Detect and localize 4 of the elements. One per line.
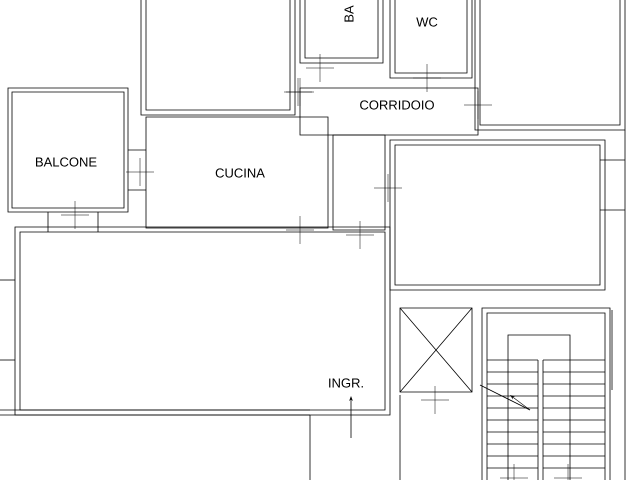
room-label: CUCINA <box>214 167 266 179</box>
room-label: BA <box>344 4 354 24</box>
room-label: CORRIDOIO <box>358 99 436 111</box>
room-label: WC <box>415 16 439 28</box>
